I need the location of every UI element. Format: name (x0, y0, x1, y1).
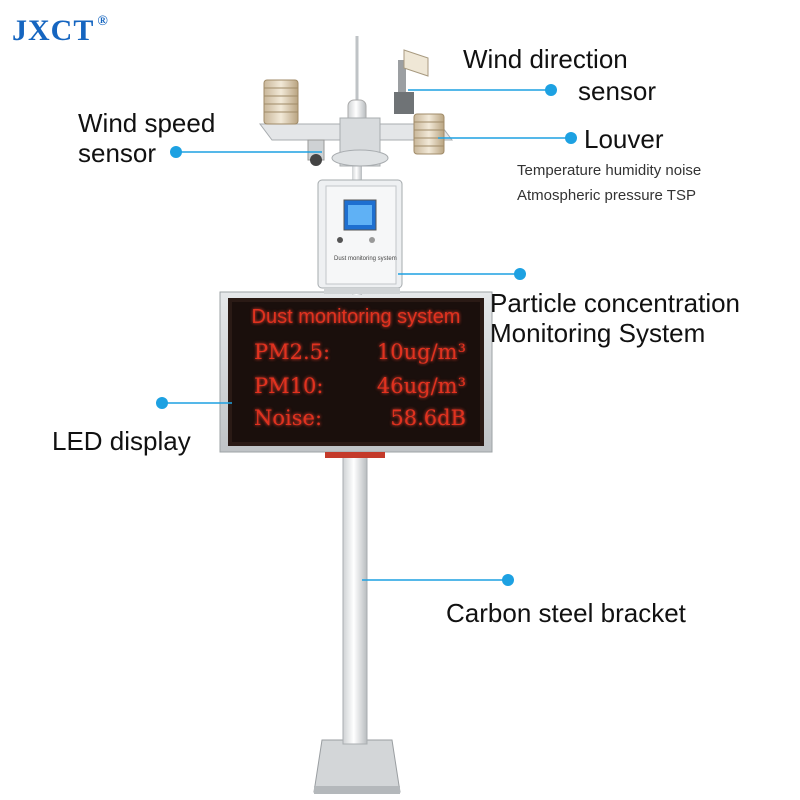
monitoring-box (317, 179, 403, 294)
label-monitoring-system: Monitoring System (490, 318, 706, 348)
label-wind-speed: Wind speed (78, 108, 216, 138)
louver-detail-1: Temperature humidity noise (517, 162, 702, 179)
led-row-value: 46ug/m³ (376, 374, 466, 398)
label-led-display: LED display (52, 426, 191, 456)
louver-shield-right (413, 113, 445, 155)
label-bracket: Carbon steel bracket (446, 598, 686, 628)
callout-dots (156, 84, 577, 586)
led-row-pm10: PM10: 46ug/m³ (232, 374, 480, 398)
base-plate (313, 739, 401, 794)
led-row-value: 58.6dB (390, 406, 466, 430)
callout-lines (162, 89, 571, 581)
led-display-screen: Dust monitoring system PM2.5: 10ug/m³ PM… (232, 302, 480, 442)
label-wind-speed-sensor: sensor (78, 138, 157, 168)
led-row-pm25: PM2.5: 10ug/m³ (232, 340, 480, 364)
trademark-symbol: ® (97, 14, 109, 29)
label-wind-direction: Wind direction (463, 44, 628, 74)
louver-detail-2: Atmospheric pressure TSP (517, 187, 696, 204)
label-particle: Particle concentration (490, 288, 741, 318)
brand-logo: JXCT® (12, 14, 109, 48)
led-row-noise: Noise: 58.6dB (232, 406, 480, 430)
led-row-label: Noise: (254, 406, 323, 430)
led-row-label: PM10: (254, 374, 324, 398)
louver-shield-left (263, 79, 299, 125)
carbon-steel-bracket (342, 447, 368, 745)
box-caption: Dust monitoring system (334, 256, 397, 262)
cross-arm (259, 117, 453, 167)
label-louver: Louver (584, 124, 664, 154)
label-wind-direction-sensor: sensor (578, 76, 657, 106)
brand-name: JXCT (12, 14, 95, 47)
wind-direction-sensor (394, 49, 429, 114)
led-title: Dust monitoring system (251, 306, 461, 328)
led-row-value: 10ug/m³ (376, 340, 466, 364)
led-row-label: PM2.5: (254, 340, 331, 364)
wind-speed-sensor (307, 139, 325, 166)
